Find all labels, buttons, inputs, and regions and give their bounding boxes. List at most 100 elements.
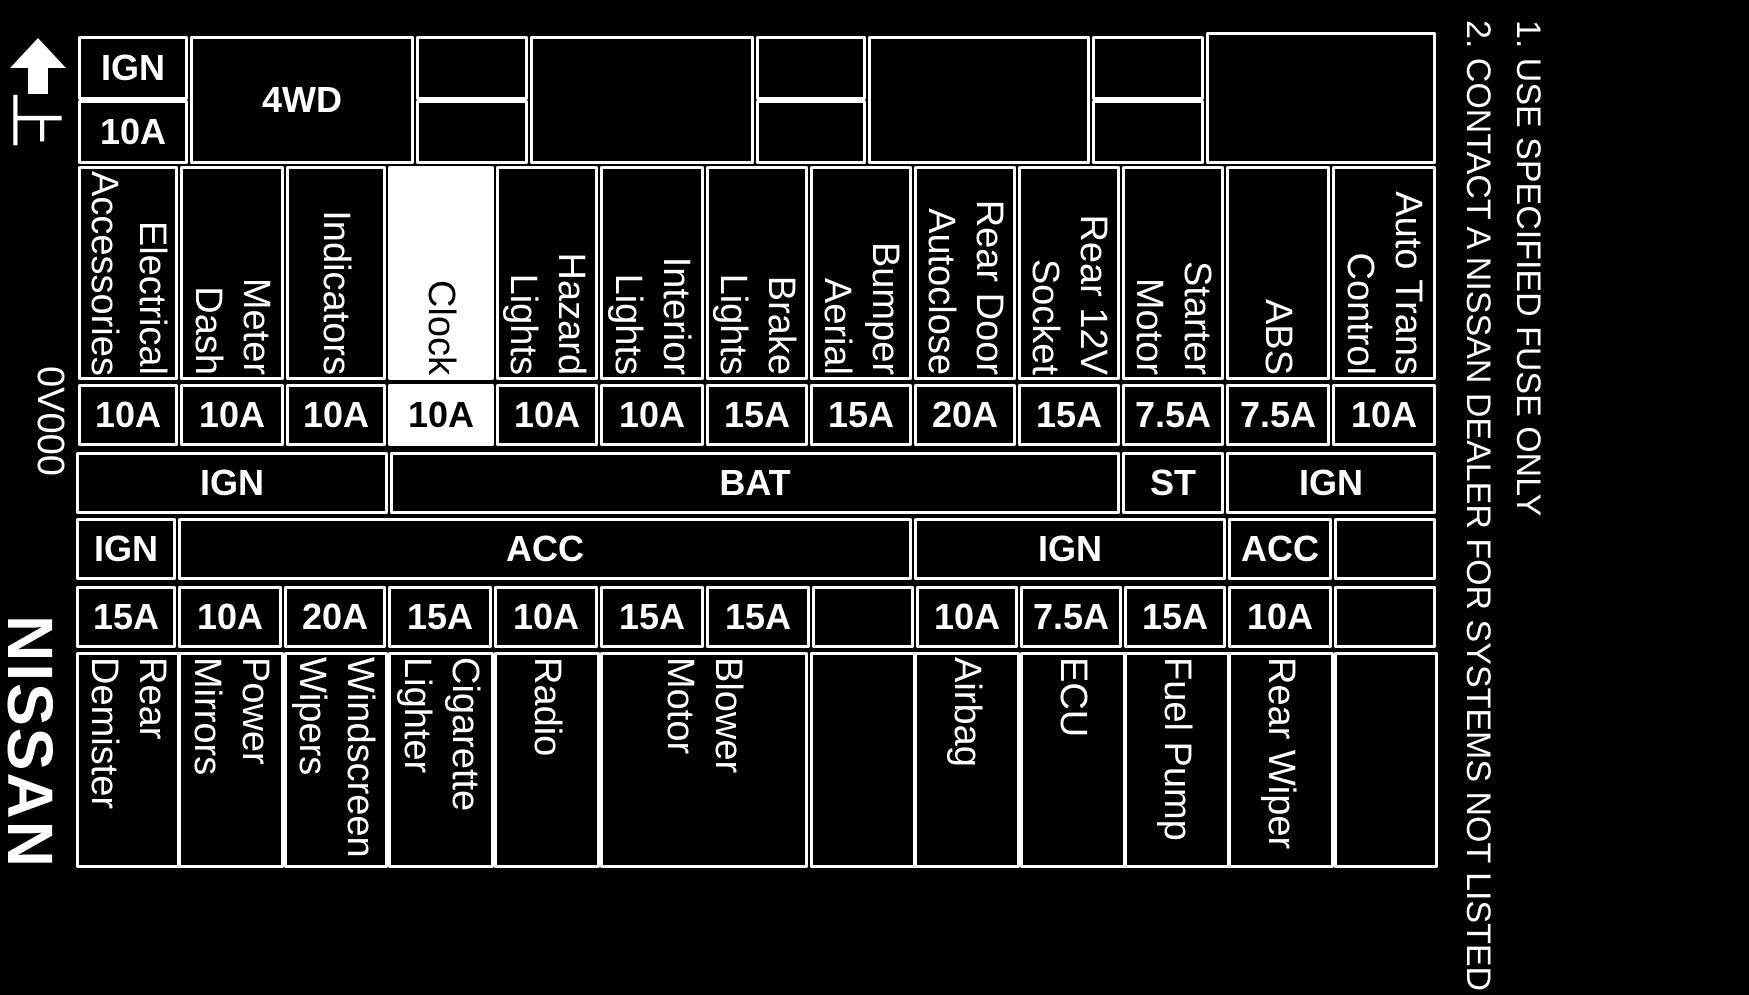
lower-fuse-label: Rear Wiper	[1260, 657, 1302, 850]
upper-fuse-rating: 10A	[198, 394, 266, 435]
upper-fuse-label: Electrical Accessories	[83, 171, 173, 376]
lower-fuse-rating: 10A	[933, 596, 1001, 637]
upper-fuse-label: Rear Door Autoclose	[920, 199, 1010, 375]
upper-fuse-label: Meter Dash	[187, 277, 277, 375]
upper-fuse-rating-cell: 15A	[706, 384, 808, 446]
lower-circuit-acc-1: ACC	[178, 518, 912, 580]
lower-fuse-rating: 10A	[1246, 596, 1314, 637]
lower-fuse-label-cell: Windscreen Wipers	[284, 652, 388, 868]
upper-fuse-label-cell: Rear 12V Socket	[1018, 166, 1120, 380]
note-1: 1. USE SPECIFIED FUSE ONLY	[1509, 20, 1547, 517]
lower-fuse-rating: 15A	[618, 596, 686, 637]
upper-fuse-label-cell: Auto Trans Control	[1332, 166, 1436, 380]
upper-fuse-rating-cell: 10A	[180, 384, 284, 446]
up-arrow-icon	[8, 36, 68, 166]
upper-fuse-rating-cell: 15A	[1018, 384, 1120, 446]
lower-fuse-label: Rear Demister	[83, 657, 173, 810]
top-blank-5a	[1092, 36, 1204, 100]
top-blank-3a	[756, 36, 866, 100]
upper-circuit-st: ST	[1122, 452, 1224, 514]
lower-fuse-label-cell: ECU	[1020, 652, 1126, 868]
upper-fuse-rating: 10A	[618, 394, 686, 435]
upper-fuse-rating-cell: 7.5A	[1226, 384, 1330, 446]
upper-circuit-ign-1: IGN	[76, 452, 388, 514]
upper-fuse-rating: 15A	[827, 394, 895, 435]
upper-fuse-rating: 15A	[723, 394, 791, 435]
upper-fuse-label-cell: Electrical Accessories	[78, 166, 178, 380]
upper-fuse-rating-cell: 10A	[388, 384, 494, 446]
lower-fuse-label: Windscreen Wipers	[291, 657, 381, 858]
upper-fuse-rating-cell: 10A	[78, 384, 178, 446]
upper-fuse-label: Auto Trans Control	[1339, 191, 1429, 375]
upper-fuse-label: ABS	[1257, 298, 1299, 375]
upper-fuse-label: Brake Lights	[712, 273, 802, 375]
lower-fuse-rating: 15A	[406, 596, 474, 637]
upper-circuit-label: ST	[1149, 462, 1196, 503]
lower-fuse-label: ECU	[1052, 657, 1094, 738]
lower-circuit-ign-2: IGN	[914, 518, 1226, 580]
lower-fuse-rating-cell	[812, 586, 914, 648]
upper-fuse-rating: 10A	[94, 394, 162, 435]
lower-fuse-rating-cell: 15A	[600, 586, 704, 648]
upper-fuse-rating: 7.5A	[1239, 394, 1317, 435]
upper-fuse-rating-cell: 7.5A	[1122, 384, 1224, 446]
lower-fuse-rating-cell: 15A	[388, 586, 492, 648]
top-blank-1a	[416, 36, 528, 100]
lower-fuse-rating-cell: 10A	[494, 586, 598, 648]
upper-fuse-rating: 10A	[513, 394, 581, 435]
lower-fuse-rating-cell: 10A	[916, 586, 1018, 648]
lower-fuse-label: Cigarette Lighter	[396, 657, 486, 812]
top-ign-rating-cell: 10A	[78, 100, 188, 164]
lower-circuit-label: IGN	[93, 528, 158, 569]
top-blank-6	[1206, 32, 1436, 164]
lower-fuse-label-cell: Cigarette Lighter	[388, 652, 494, 868]
lower-fuse-label-cell: Radio	[494, 652, 600, 868]
top-blank-2	[530, 36, 754, 164]
upper-fuse-label: Rear 12V Socket	[1024, 214, 1114, 375]
up-char: 上	[3, 92, 66, 148]
lower-fuse-label: Blower Motor	[659, 657, 749, 774]
lower-fuse-rating-cell: 10A	[1228, 586, 1332, 648]
top-4wd-label: 4WD	[262, 79, 342, 120]
lower-circuit-acc-2: ACC	[1228, 518, 1332, 580]
upper-fuse-label: Hazard Lights	[502, 252, 592, 376]
upper-fuse-label-cell: Hazard Lights	[496, 166, 598, 380]
lower-fuse-label-cell	[1334, 652, 1438, 868]
upper-fuse-label: Indicators	[315, 210, 357, 375]
lower-fuse-label-cell: Rear Demister	[76, 652, 180, 868]
lower-circuit-blank	[1334, 518, 1436, 580]
top-4wd-cell: 4WD	[190, 36, 414, 164]
upper-fuse-label-cell: Interior Lights	[600, 166, 704, 380]
lower-fuse-rating: 15A	[92, 596, 160, 637]
lower-fuse-label-cell: Rear Wiper	[1228, 652, 1334, 868]
lower-fuse-label-cell: Power Mirrors	[178, 652, 284, 868]
upper-circuit-label: IGN	[199, 462, 264, 503]
top-ign-rating: 10A	[99, 111, 167, 152]
lower-fuse-rating-cell: 15A	[1124, 586, 1226, 648]
top-blank-3b	[756, 100, 866, 164]
lower-fuse-label-cell: Airbag	[914, 652, 1020, 868]
lower-fuse-rating-cell: 10A	[178, 586, 282, 648]
upper-fuse-rating: 10A	[302, 394, 370, 435]
brand-logo: NISSAN	[0, 615, 66, 869]
upper-fuse-label-cell: Indicators	[286, 166, 386, 380]
upper-fuse-rating-cell: 10A	[1332, 384, 1436, 446]
lower-fuse-rating-cell: 15A	[706, 586, 810, 648]
upper-fuse-label-cell: Clock	[388, 166, 494, 380]
upper-fuse-rating: 15A	[1035, 394, 1103, 435]
upper-fuse-label-cell: Rear Door Autoclose	[914, 166, 1016, 380]
lower-fuse-rating-cell: 7.5A	[1020, 586, 1122, 648]
upper-fuse-rating-cell: 10A	[496, 384, 598, 446]
lower-circuit-label: ACC	[1241, 528, 1319, 569]
upper-circuit-label: IGN	[1298, 462, 1363, 503]
lower-fuse-label: Power Mirrors	[186, 657, 276, 776]
upper-fuse-rating: 7.5A	[1134, 394, 1212, 435]
upper-fuse-rating-cell: 10A	[286, 384, 386, 446]
lower-fuse-rating: 7.5A	[1032, 596, 1110, 637]
top-blank-1b	[416, 100, 528, 164]
upper-fuse-label-cell: ABS	[1226, 166, 1330, 380]
top-blank-4	[868, 36, 1090, 164]
lower-circuit-label: IGN	[1037, 528, 1102, 569]
upper-fuse-rating: 10A	[407, 394, 475, 435]
upper-fuse-label: Interior Lights	[607, 256, 697, 375]
